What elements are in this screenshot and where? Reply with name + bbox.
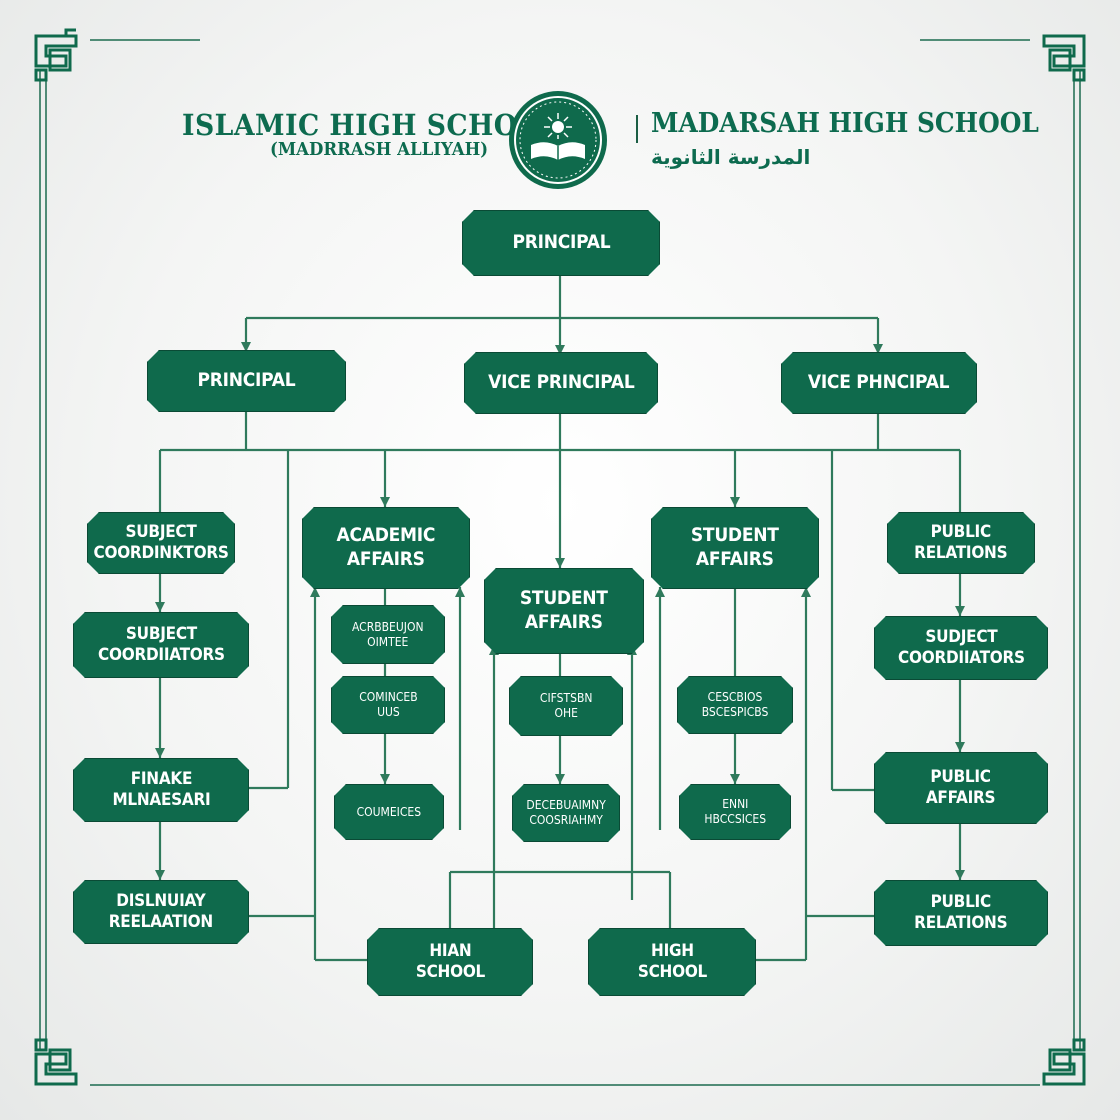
school-title-left: ISLAMIC HIGH SCHOOL [182, 108, 561, 142]
counselors-box: COUMEICES [334, 784, 444, 840]
principal-box: PRINCIPAL [147, 350, 346, 412]
principal-top-box: PRINCIPAL [462, 210, 660, 276]
student-affairs-center-box: STUDENT AFFAIRS [484, 568, 644, 654]
admission-office-box: ACRBBEUJON OIMTEE [331, 605, 445, 664]
public-relations-box: PUBLIC RELATIONS [874, 880, 1048, 946]
disciplinary-relation-box: DISLNUIAY REELAATION [73, 880, 249, 944]
vice-principal-right-box: VICE PHNCIPAL [781, 352, 977, 414]
academic-affairs-box: ACADEMIC AFFAIRS [302, 507, 470, 589]
school-emblem-icon [509, 91, 607, 189]
subject-coordinators-box: SUBJECT COORDIIATORS [73, 612, 249, 678]
high-school-left-box: HIAN SCHOOL [367, 928, 533, 996]
school-title-right: MADARSAH HIGH SCHOOL [651, 108, 1039, 139]
finance-management-box: FINAKE MLNAESARI [73, 758, 249, 822]
school-subtitle-arabic: المدرسة الثانوية [651, 145, 811, 169]
school-subtitle-left: (MADRRASH ALLIYAH) [270, 139, 489, 160]
counseling-box: COMINCEB UUS [331, 676, 445, 734]
public-affairs-box: PUBLIC AFFAIRS [874, 752, 1048, 824]
header-divider [636, 115, 638, 143]
subject-coordinators-box: SUBJECT COORDINKTORS [87, 512, 235, 574]
disciplinary-center-box: DECEBUAIMNY COOSRIAHMY [512, 784, 620, 842]
subject-coordinators-right-box: SUDJECT COORDIIATORS [874, 616, 1048, 680]
new-resources-box: ENNI HBCCSICES [679, 784, 791, 840]
public-relations-box: PUBLIC RELATIONS [887, 512, 1035, 574]
corner-knot-icon [34, 28, 1086, 1086]
high-school-right-box: HIGH SCHOOL [588, 928, 756, 996]
student-affairs-right-box: STUDENT AFFAIRS [651, 507, 819, 589]
special-services-box: CESCBIOS BSCESPICBS [677, 676, 793, 734]
vice-principal-center-box: VICE PRINCIPAL [464, 352, 658, 414]
student-services-box: CIFSTSBN OHE [509, 676, 623, 736]
